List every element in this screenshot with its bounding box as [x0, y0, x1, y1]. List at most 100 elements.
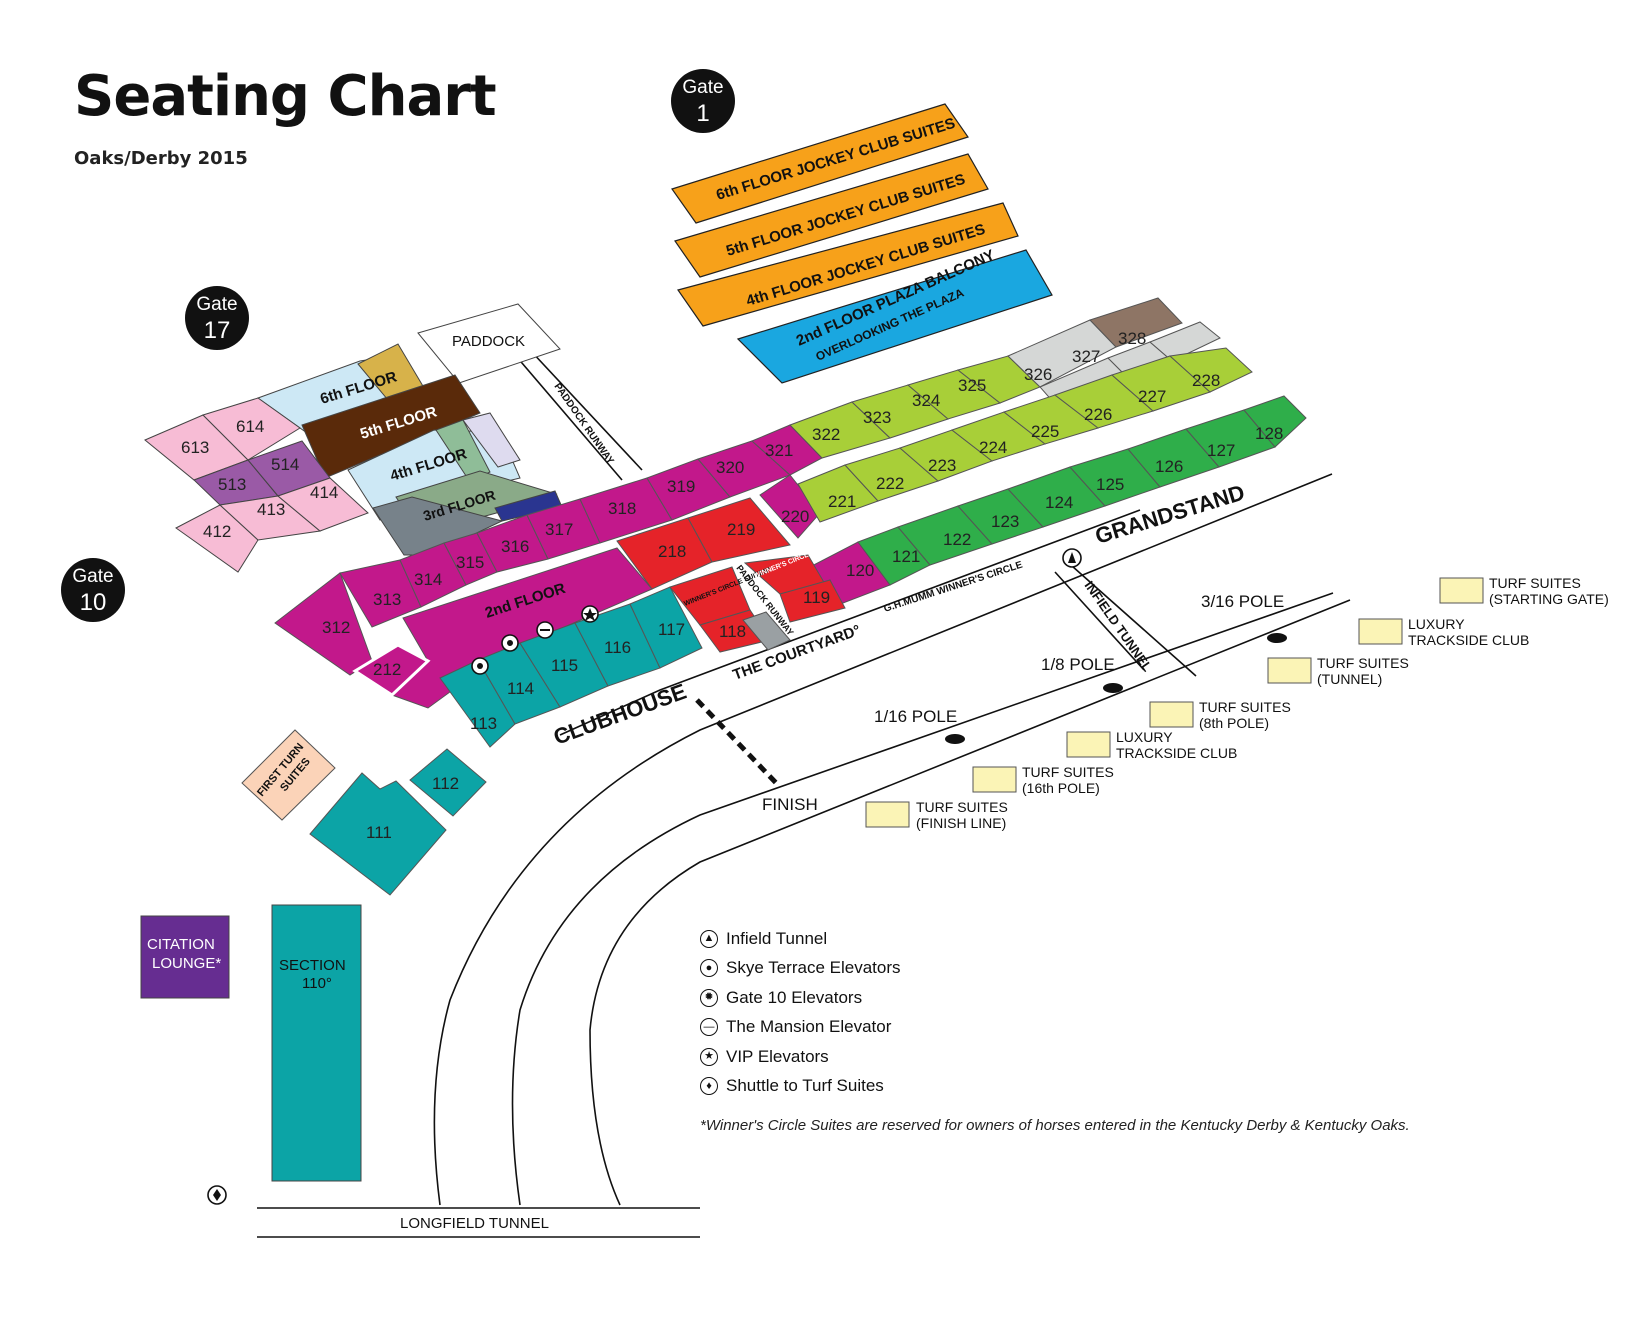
- section-upper-brown[interactable]: [1089, 297, 1183, 348]
- pole-16-marker: [945, 734, 965, 744]
- gate-17-word: Gate: [196, 294, 237, 315]
- label-222: 222: [876, 474, 904, 493]
- label-126: 126: [1155, 457, 1183, 476]
- section-121-128[interactable]: [857, 395, 1307, 586]
- label-223: 223: [928, 456, 956, 475]
- turf-finish-line[interactable]: [865, 801, 910, 828]
- section-414[interactable]: [276, 477, 369, 532]
- turf-suites[interactable]: [865, 577, 1484, 828]
- turf-label-5a: TURF SUITES: [1317, 655, 1409, 671]
- label-221: 221: [828, 492, 856, 511]
- label-119: 119: [803, 588, 830, 607]
- jockey-club-4th-floor[interactable]: [677, 202, 1019, 327]
- jockey-club-suites[interactable]: [671, 103, 1053, 384]
- gate-1[interactable]: Gate 1: [671, 69, 735, 133]
- label-313: 313: [373, 590, 401, 609]
- label-314: 314: [414, 570, 442, 589]
- gate-1-number: 1: [696, 100, 709, 127]
- gate-17-circle[interactable]: [185, 286, 249, 350]
- section-128[interactable]: [1243, 395, 1307, 448]
- section110-label-1: SECTION: [279, 957, 346, 974]
- legend-item-infield-tunnel: ▲ Infield Tunnel: [700, 924, 900, 954]
- luxury-trackside-2[interactable]: [1358, 618, 1403, 645]
- turf-8th-pole[interactable]: [1149, 701, 1194, 728]
- floor5-bg[interactable]: [301, 374, 481, 479]
- label-317: 317: [545, 520, 573, 539]
- footnote: *Winner's Circle Suites are reserved for…: [700, 1117, 1410, 1134]
- label-111: 111: [366, 823, 392, 842]
- gate-1-circle[interactable]: [671, 69, 735, 133]
- upper-floors[interactable]: [256, 303, 563, 556]
- paddock-runway-line-b: [529, 349, 643, 471]
- label-328: 328: [1118, 329, 1146, 348]
- section-119[interactable]: [779, 579, 846, 623]
- section-300-level[interactable]: [274, 424, 891, 709]
- gate10-elevator-icon: ✹: [700, 988, 718, 1007]
- citation-lounge[interactable]: [140, 915, 230, 999]
- jockey-club-6th-floor[interactable]: [671, 103, 969, 224]
- section-212[interactable]: [352, 643, 431, 697]
- label-613: 613: [181, 438, 209, 457]
- section-328[interactable]: [1149, 321, 1221, 362]
- track-courtyard-line: [559, 509, 1141, 736]
- label-124: 124: [1045, 493, 1073, 512]
- label-128: 128: [1255, 424, 1283, 443]
- turf-label-6b: TRACKSIDE CLUB: [1408, 632, 1529, 648]
- section-221-228[interactable]: [797, 347, 1253, 523]
- turf-labels: TURF SUITES (FINISH LINE) TURF SUITES (1…: [916, 575, 1609, 831]
- jockey-club-5th-floor[interactable]: [674, 153, 989, 278]
- finish-label: FINISH: [762, 795, 818, 814]
- gate-17[interactable]: Gate 17: [185, 286, 249, 350]
- section-322-328[interactable]: [789, 297, 1221, 459]
- section-117[interactable]: [629, 586, 703, 669]
- label-513: 513: [218, 475, 246, 494]
- section-600-400[interactable]: [144, 397, 369, 573]
- section-112[interactable]: [409, 748, 487, 817]
- label-326: 326: [1024, 365, 1052, 384]
- turf-tunnel[interactable]: [1267, 657, 1312, 684]
- label-316: 316: [501, 537, 529, 556]
- paddock-runway-gray[interactable]: [742, 611, 791, 651]
- label-312: 312: [322, 618, 350, 637]
- first-turn-suites[interactable]: [241, 729, 336, 821]
- section-228[interactable]: [1168, 347, 1253, 393]
- paddock-box[interactable]: [417, 303, 561, 384]
- section-219[interactable]: [687, 497, 791, 563]
- label-514: 514: [271, 455, 299, 474]
- turf-16th-pole[interactable]: [972, 766, 1017, 793]
- label-120: 120: [846, 561, 874, 580]
- skye-terrace-elevator-icon: ●: [700, 959, 718, 978]
- label-115: 115: [551, 656, 578, 675]
- floor4-lavender[interactable]: [462, 412, 521, 468]
- label-322: 322: [812, 425, 840, 444]
- track-lines: [257, 349, 1351, 1238]
- turf-label-3a: LUXURY: [1116, 729, 1173, 745]
- label-116: 116: [604, 638, 631, 657]
- label-227: 227: [1138, 387, 1166, 406]
- infield-tunnel-line-a: [1054, 571, 1145, 671]
- label-220: 220: [781, 507, 809, 526]
- gate-10-circle[interactable]: [61, 558, 125, 622]
- label-318: 318: [608, 499, 636, 518]
- luxury-trackside-1[interactable]: [1066, 731, 1111, 758]
- gate-10[interactable]: Gate 10: [61, 558, 125, 622]
- turf-label-4b: (8th POLE): [1199, 715, 1269, 731]
- label-614: 614: [236, 417, 264, 436]
- turf-label-7a: TURF SUITES: [1489, 575, 1581, 591]
- label-113: 113: [470, 714, 497, 733]
- section-teal[interactable]: [309, 586, 703, 896]
- label-226: 226: [1084, 405, 1112, 424]
- section-614[interactable]: [202, 397, 301, 461]
- section-111[interactable]: [309, 772, 447, 896]
- turf-label-5b: (TUNNEL): [1317, 671, 1382, 687]
- plaza-balcony[interactable]: [736, 249, 1053, 384]
- label-123: 123: [991, 512, 1019, 531]
- section-red[interactable]: [616, 497, 846, 653]
- turf-label-3b: TRACKSIDE CLUB: [1116, 745, 1237, 761]
- turf-starting-gate[interactable]: [1439, 577, 1484, 604]
- turf-label-2b: (16th POLE): [1022, 780, 1100, 796]
- floor4-accent[interactable]: [435, 419, 491, 483]
- paddock-label: PADDOCK: [452, 333, 525, 350]
- section-110[interactable]: [271, 904, 362, 1182]
- label-127: 127: [1207, 441, 1235, 460]
